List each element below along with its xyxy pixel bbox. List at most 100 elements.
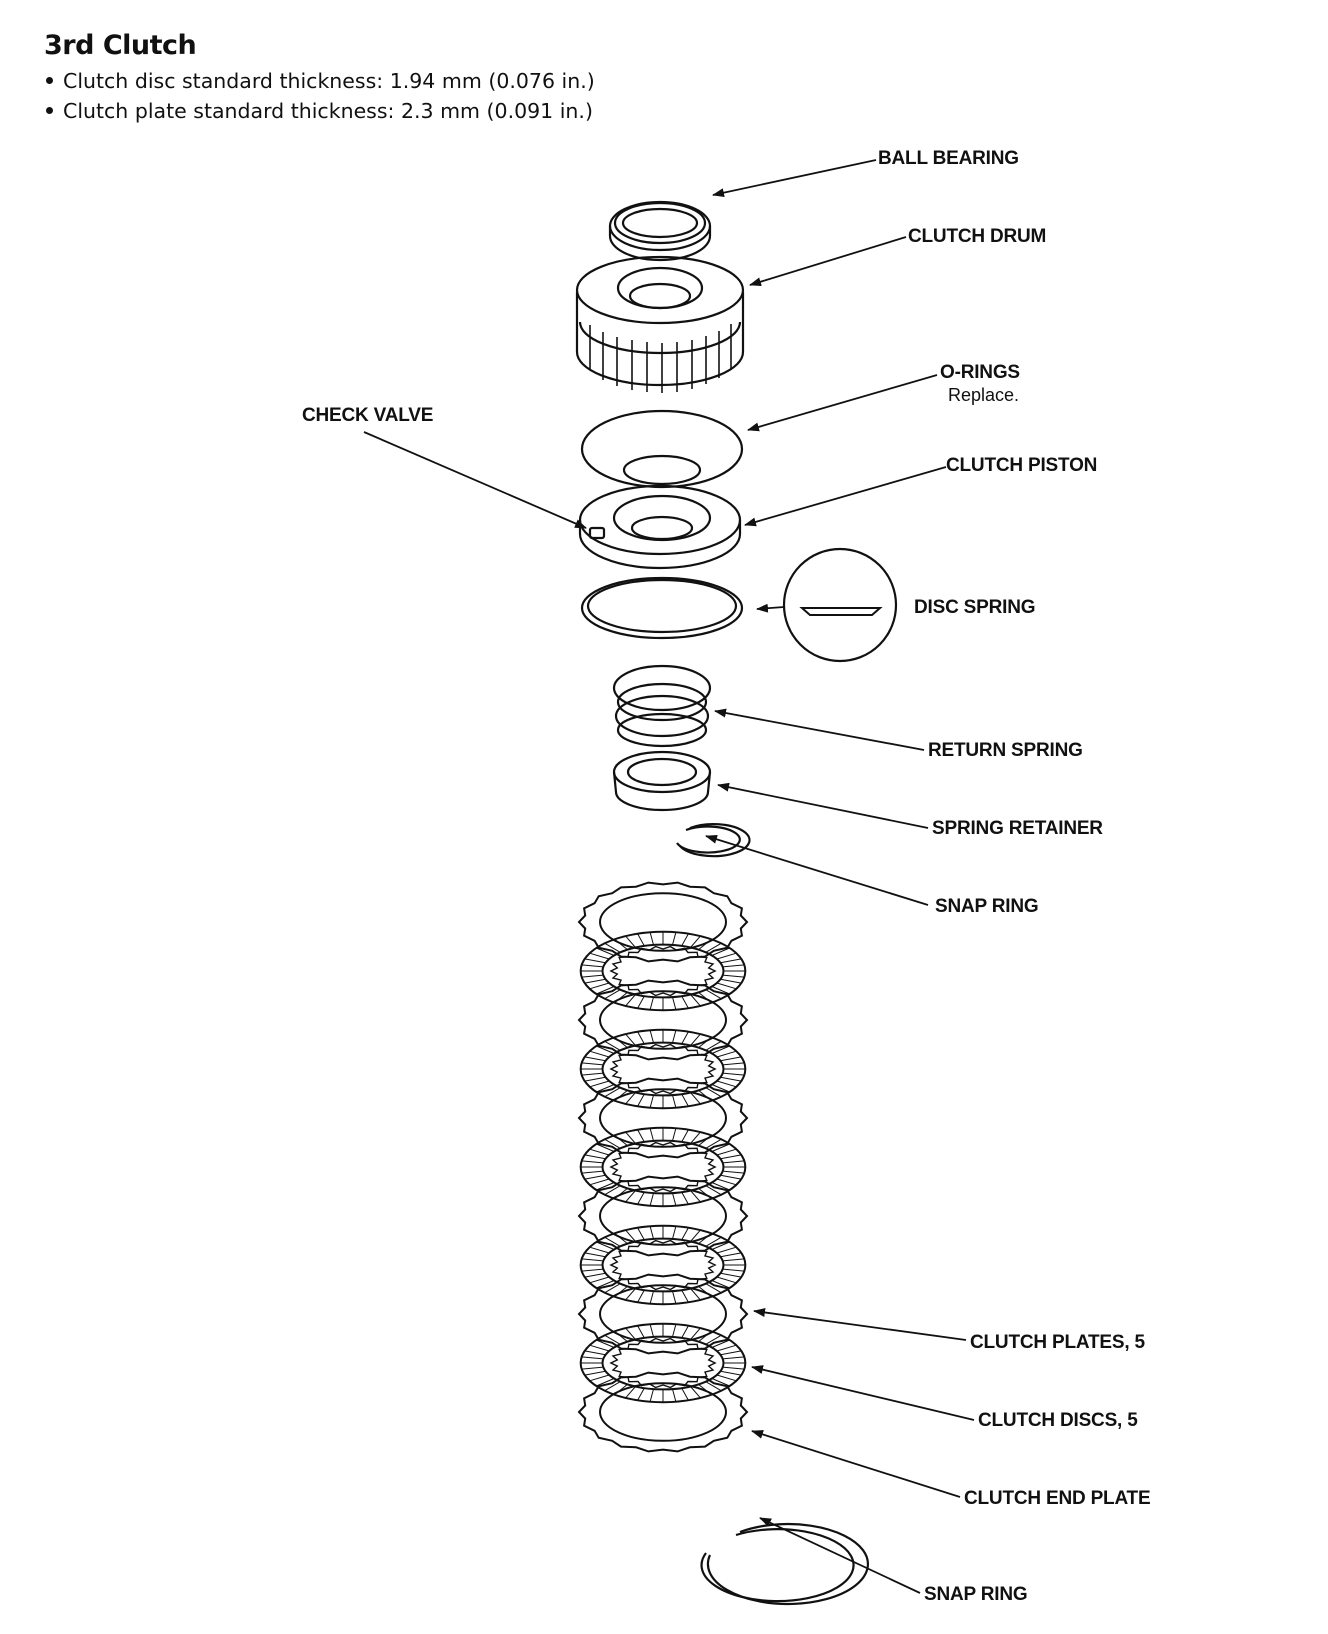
clutch-disc-friction-groove (711, 1084, 730, 1093)
clutch-disc-friction-groove (589, 1344, 610, 1352)
clutch-plate (577, 881, 749, 963)
label-clutch-piston: CLUTCH PISTON (946, 455, 1098, 476)
label-check-valve: CHECK VALVE (302, 405, 434, 426)
clutch-disc-friction-groove (596, 1143, 615, 1152)
clutch-disc-friction-groove (649, 1128, 654, 1142)
clutch-disc-friction-groove (596, 947, 615, 956)
clutch-disc-friction-groove (614, 938, 628, 950)
page-title: 3rd Clutch (44, 30, 197, 61)
clutch-disc-friction-groove (637, 1387, 645, 1401)
clutch-disc-friction-groove (672, 1290, 677, 1304)
clutch-disc-friction-groove (681, 1325, 689, 1339)
spring-retainer-part (612, 750, 712, 812)
label-snap-ring-lower: SNAP RING (924, 1584, 1028, 1605)
clutch-disc-friction-groove (711, 1143, 730, 1152)
clutch-disc-friction-groove (722, 1258, 745, 1262)
leader-clutch-plates (753, 1308, 967, 1341)
clutch-disc-friction-groove (637, 1289, 645, 1303)
clutch-disc-friction-groove (681, 1191, 689, 1205)
clutch-disc-friction-groove (649, 1324, 654, 1338)
clutch-disc-friction-groove (649, 1226, 654, 1240)
clutch-disc-friction-groove (584, 958, 606, 964)
clutch-disc-friction-groove (584, 1056, 606, 1062)
leader-clutch-end-plate (751, 1430, 961, 1498)
label-o-rings-note: Replace. (948, 385, 1020, 405)
clutch-disc-inner-teeth (609, 1043, 717, 1095)
leader-clutch-drum (749, 236, 907, 287)
clutch-disc-friction-groove (681, 995, 689, 1009)
leader-clutch-piston (744, 466, 947, 527)
clutch-disc-friction-groove (625, 1327, 636, 1340)
clutch-disc (579, 1224, 747, 1306)
clutch-disc-friction-groove (589, 1374, 610, 1382)
clutch-disc-friction-groove (690, 1386, 701, 1399)
label-clutch-drum: CLUTCH DRUM (908, 226, 1047, 247)
clutch-disc-friction-groove (649, 1094, 654, 1108)
clutch-disc-friction-groove (716, 1050, 737, 1058)
disc-thickness-spec: Clutch disc standard thickness: 1.94 mm … (63, 69, 595, 93)
leader-snap-ring-upper (705, 834, 929, 906)
clutch-disc-friction-groove (720, 1370, 742, 1376)
label-return-spring: RETURN SPRING (928, 740, 1083, 761)
clutch-disc-friction-groove (581, 974, 604, 978)
bullet-icon (46, 107, 53, 114)
clutch-disc-friction-groove (589, 982, 610, 990)
clutch-disc-friction-groove (705, 1087, 722, 1098)
clutch-disc-friction-groove (649, 1388, 654, 1402)
clutch-disc-friction-groove (596, 1084, 615, 1093)
label-ball-bearing: BALL BEARING (878, 148, 1019, 169)
clutch-disc-friction-groove (711, 1045, 730, 1054)
clutch-disc-inner-teeth (609, 945, 717, 997)
clutch-disc-friction-groove (711, 1241, 730, 1250)
clutch-disc-friction-groove (589, 952, 610, 960)
clutch-disc-friction-groove (625, 1229, 636, 1242)
clutch-disc-friction-groove (596, 1182, 615, 1191)
clutch-disc-friction-groove (716, 1148, 737, 1156)
clutch-disc-friction-groove (614, 1134, 628, 1146)
clutch-disc-friction-edge (601, 1041, 725, 1097)
clutch-disc-friction-groove (649, 1192, 654, 1206)
clutch-disc-friction-groove (690, 1092, 701, 1105)
bullet-icon (46, 77, 53, 84)
clutch-plate-inner-edge (599, 1088, 727, 1148)
clutch-disc-friction-groove (705, 1185, 722, 1196)
snap-ring-lower-part (700, 1522, 870, 1606)
clutch-disc-friction-groove (625, 1092, 636, 1105)
clutch-disc-friction-groove (672, 996, 677, 1010)
label-snap-ring-upper: SNAP RING (935, 896, 1039, 917)
clutch-disc-friction-groove (716, 1246, 737, 1254)
clutch-disc-friction-groove (581, 1072, 604, 1076)
spec-list: Clutch disc standard thickness: 1.94 mm … (46, 66, 595, 126)
clutch-disc-friction-edge (601, 1139, 725, 1195)
clutch-disc-inner-teeth (609, 1239, 717, 1291)
label-clutch-discs: CLUTCH DISCS, 5 (978, 1410, 1138, 1431)
clutch-disc-friction-groove (584, 978, 606, 984)
clutch-disc-friction-groove (690, 1327, 701, 1340)
leader-clutch-discs (751, 1365, 975, 1421)
snap-ring-upper-part (676, 823, 751, 858)
clutch-disc-friction-groove (720, 978, 742, 984)
clutch-disc-friction-groove (716, 952, 737, 960)
clutch-disc-friction-groove (698, 1134, 712, 1146)
clutch-disc-friction-groove (625, 1288, 636, 1301)
clutch-plate (577, 979, 749, 1061)
clutch-disc-friction-groove (581, 964, 604, 968)
clutch-disc-friction-groove (711, 947, 730, 956)
clutch-disc-friction-groove (705, 989, 722, 1000)
clutch-disc-friction-groove (672, 1030, 677, 1044)
clutch-disc-friction-groove (698, 1330, 712, 1342)
clutch-disc-friction-groove (625, 1386, 636, 1399)
clutch-disc-friction-groove (672, 932, 677, 946)
clutch-disc-friction-groove (722, 1072, 745, 1076)
clutch-disc-friction-groove (681, 1031, 689, 1045)
clutch-disc-friction-groove (581, 1366, 604, 1370)
clutch-disc (579, 1322, 747, 1404)
clutch-disc-friction-edge (601, 943, 725, 999)
clutch-disc-friction-groove (716, 1344, 737, 1352)
clutch-disc-friction-groove (720, 1252, 742, 1258)
clutch-disc-friction-groove (698, 938, 712, 950)
clutch-disc-friction-groove (722, 964, 745, 968)
clutch-disc-friction-groove (672, 1324, 677, 1338)
clutch-piston-part (578, 484, 742, 570)
clutch-disc-friction-groove (625, 994, 636, 1007)
